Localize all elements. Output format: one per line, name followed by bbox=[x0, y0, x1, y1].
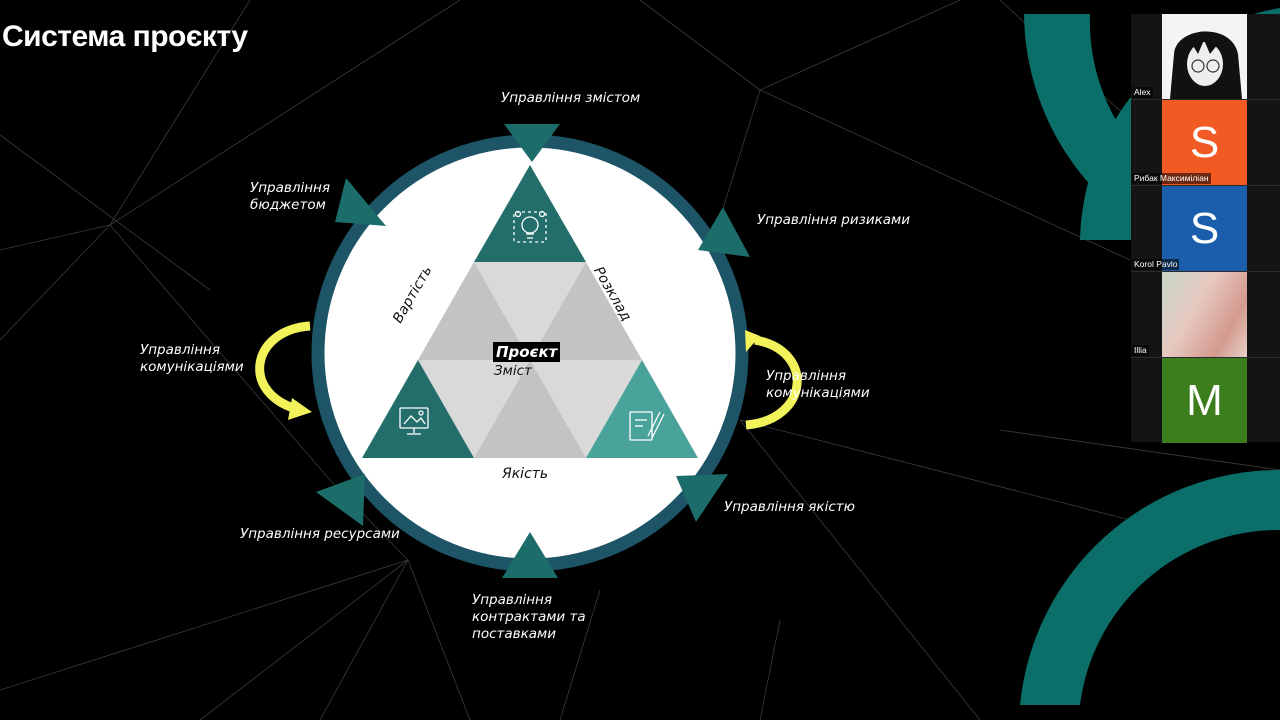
participant-name: Illia bbox=[1132, 345, 1149, 356]
avatar: S bbox=[1162, 186, 1247, 271]
participant-tile[interactable]: M bbox=[1131, 358, 1280, 443]
triangle-right bbox=[586, 360, 698, 458]
comm-arrow-right-icon bbox=[745, 330, 802, 430]
participant-tile[interactable]: S Korol Pavlo bbox=[1131, 186, 1280, 272]
label-risks: Управління ризиками bbox=[757, 212, 910, 228]
participant-tile[interactable]: Illia bbox=[1131, 272, 1280, 358]
label-contracts: Управління контрактами та поставками bbox=[472, 592, 586, 642]
avatar bbox=[1162, 272, 1247, 357]
label-comm-left: Управління комунікаціями bbox=[140, 342, 244, 375]
lightbulb-team-icon bbox=[513, 210, 547, 243]
marker-top bbox=[504, 124, 560, 162]
label-comm-right: Управління комунікаціями bbox=[766, 368, 870, 401]
participant-tile[interactable]: Alex bbox=[1131, 14, 1280, 100]
edge-label-quality: Якість bbox=[502, 466, 549, 482]
marker-bottom bbox=[502, 532, 558, 578]
center-subtitle: Зміст bbox=[494, 363, 532, 379]
slide-title: Система проєкту bbox=[2, 20, 248, 53]
avatar: M bbox=[1162, 358, 1247, 443]
label-quality: Управління якістю bbox=[724, 499, 855, 515]
participant-name: Alex bbox=[1132, 87, 1153, 98]
center-title: Проєкт bbox=[493, 342, 561, 362]
triangle-top bbox=[474, 165, 586, 262]
participant-tile[interactable]: S Рибак Максиміліан bbox=[1131, 100, 1280, 186]
participants-panel: Alex S Рибак Максиміліан S Korol Pavlo I… bbox=[1131, 14, 1280, 443]
marker-top-right bbox=[698, 207, 750, 257]
label-scope: Управління змістом bbox=[501, 90, 641, 106]
label-resources: Управління ресурсами bbox=[240, 526, 400, 542]
monitor-image-icon bbox=[399, 407, 429, 435]
marker-bottom-left bbox=[316, 474, 365, 526]
label-budget: Управління бюджетом bbox=[250, 180, 331, 213]
comm-arrow-left-icon bbox=[255, 321, 312, 420]
decorative-arc-bottom bbox=[1020, 469, 1280, 705]
avatar: S bbox=[1162, 100, 1247, 185]
marker-top-left bbox=[335, 178, 386, 226]
document-pencil-icon bbox=[629, 411, 665, 441]
triangle-left bbox=[362, 360, 474, 458]
marker-bottom-right bbox=[676, 474, 728, 522]
participant-name: Рибак Максиміліан bbox=[1132, 173, 1211, 184]
avatar bbox=[1162, 14, 1247, 99]
participant-name: Korol Pavlo bbox=[1132, 259, 1180, 270]
